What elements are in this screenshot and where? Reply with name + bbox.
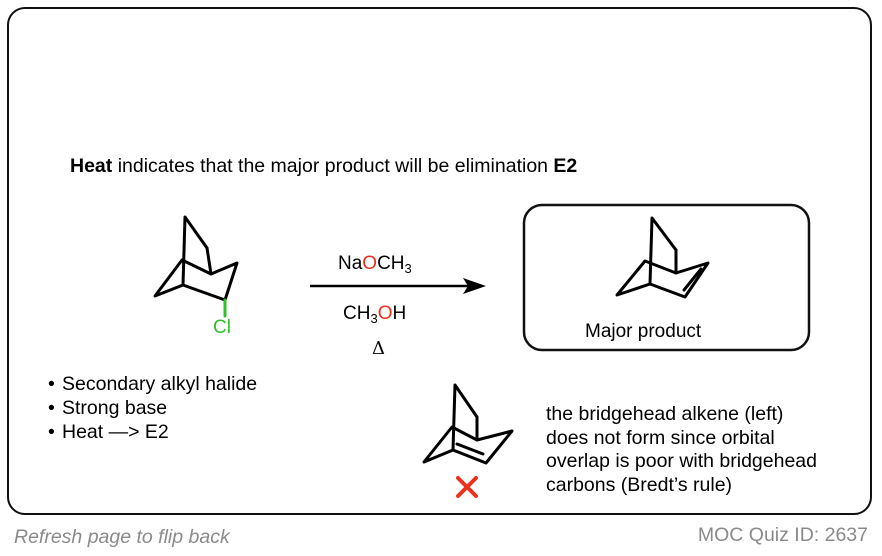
reaction-arrow bbox=[310, 278, 486, 294]
starting-material-norbornane bbox=[153, 215, 239, 302]
bredt-rule-note: the bridgehead alkene (left) does not fo… bbox=[546, 403, 817, 497]
heat-symbol: Δ bbox=[372, 338, 385, 359]
sm-bridgehead-bond bbox=[205, 246, 213, 276]
cross-icon bbox=[456, 476, 478, 498]
key-point: Heat —> E2 bbox=[48, 420, 257, 444]
note-line: the bridgehead alkene (left) bbox=[546, 403, 784, 425]
major-product-box bbox=[522, 203, 811, 352]
product-double-bond bbox=[682, 267, 703, 292]
note-line: does not form since orbital bbox=[546, 426, 775, 449]
reagent-base: NaOCH3 bbox=[338, 253, 412, 276]
bridgehead-alkene-structure bbox=[422, 383, 514, 465]
major-product-norbornene bbox=[615, 216, 710, 299]
major-product-label: Major product bbox=[585, 321, 702, 342]
key-point: Secondary alkyl halide bbox=[48, 372, 257, 396]
sm-ring-bonds bbox=[153, 258, 239, 302]
refresh-flip-link[interactable]: Refresh page to flip back bbox=[14, 526, 230, 548]
heading-text: Heat indicates that the major product wi… bbox=[70, 155, 578, 177]
quiz-id: MOC Quiz ID: 2637 bbox=[697, 524, 868, 546]
reagent-solvent: CH3OH bbox=[343, 303, 407, 326]
sm-bridge-bonds bbox=[181, 215, 209, 287]
key-points-list: Secondary alkyl halide Strong base Heat … bbox=[48, 372, 257, 444]
bredt-double-bond bbox=[455, 442, 485, 456]
key-point: Strong base bbox=[48, 396, 257, 420]
chlorine-label: Cl bbox=[213, 317, 231, 338]
note-line: overlap is poor with bridgehead bbox=[546, 450, 818, 472]
note-line: carbons (Bredt’s rule) bbox=[546, 473, 733, 496]
